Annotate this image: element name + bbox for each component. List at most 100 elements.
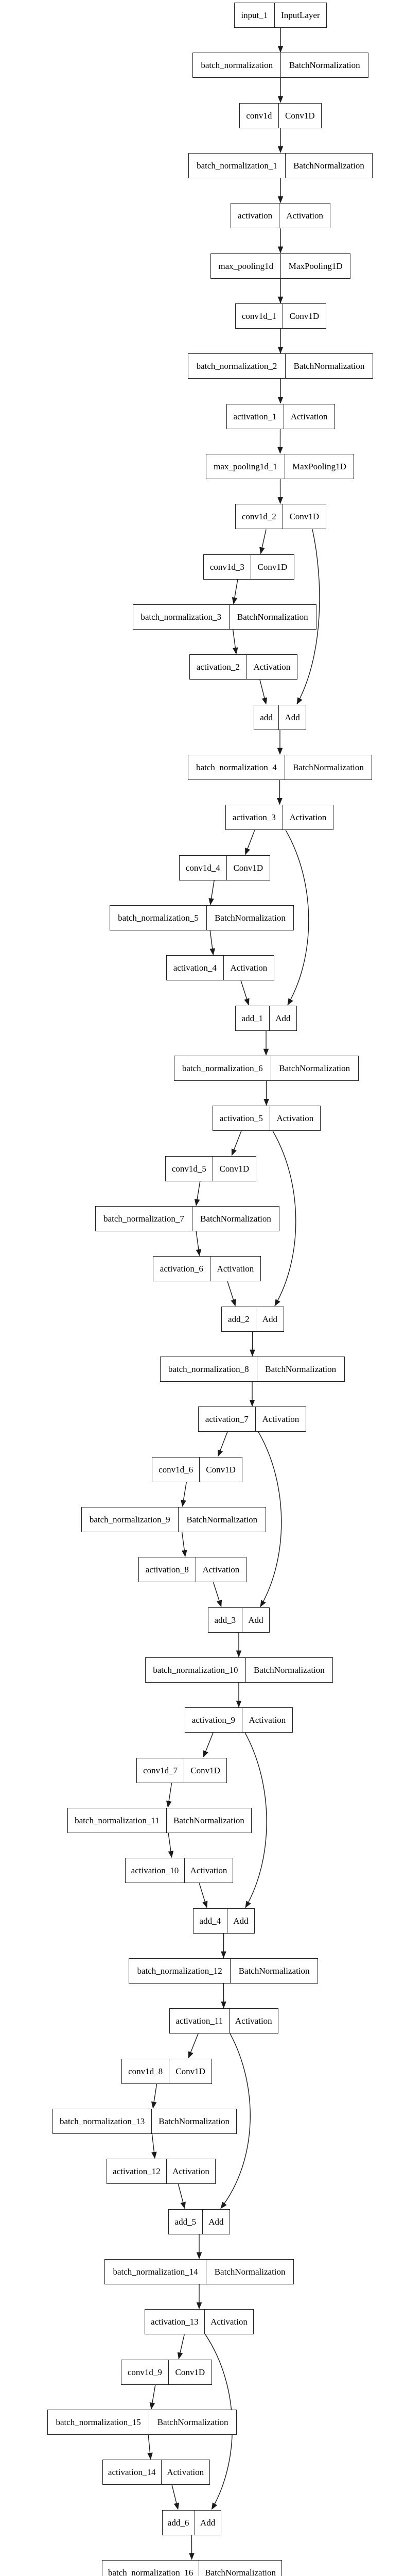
layer-name-label: conv1d_8 [128, 2066, 163, 2076]
layer-type-label: BatchNormalization [280, 53, 368, 78]
edge-activation_9-to-conv1d_7 [203, 1732, 214, 1758]
node-batch_normalization_11: batch_normalization_11 BatchNormalizatio… [67, 1807, 252, 1833]
layer-type-label: Activation [166, 2159, 215, 2184]
layer-type-label: Add [278, 705, 306, 730]
edge-conv1d_8-to-batch_normalization_13 [151, 2083, 157, 2109]
node-max_pooling1d: max_pooling1d MaxPooling1D [210, 253, 350, 279]
edge-activation_14-to-add_6 [171, 2485, 180, 2510]
layer-name-label: add_6 [167, 2517, 189, 2528]
layer-type-label: Add [226, 1908, 254, 1933]
node-conv1d_3: conv1d_3 Conv1D [203, 554, 294, 580]
edge-activation_5-to-conv1d_5 [231, 1131, 242, 1156]
layer-name-label: batch_normalization_14 [113, 2266, 198, 2277]
layer-type-label: Activation [283, 404, 334, 429]
node-activation: activation Activation [231, 203, 330, 229]
layer-name-label: conv1d_1 [241, 311, 276, 321]
layer-name-label: batch_normalization_8 [168, 1364, 249, 1374]
layer-name-label: activation_8 [145, 1565, 189, 1575]
layer-name-label: activation_1 [233, 411, 277, 421]
layer-name-label: add_3 [214, 1615, 236, 1625]
layer-type-label: BatchNormalization [199, 2560, 281, 2576]
node-add_6: add_6 Add [162, 2510, 221, 2535]
edge-activation_4-to-add_1 [240, 980, 250, 1006]
layer-type-label: InputLayer [274, 3, 326, 27]
edge-conv1d_2-to-add [296, 529, 320, 705]
layer-name-label: batch_normalization_15 [56, 2417, 141, 2427]
layer-name-label: add [260, 712, 273, 722]
layer-name-label: add_1 [241, 1013, 263, 1023]
edge-batch_normalization_3-to-activation_2 [232, 629, 238, 655]
edge-activation_9-to-add_4 [244, 1732, 267, 1908]
layer-name-label: activation_13 [151, 2317, 199, 2327]
edge-activation_5-to-add_2 [272, 1130, 296, 1307]
node-batch_normalization_13: batch_normalization_13 BatchNormalizatio… [52, 2108, 237, 2134]
layer-type-label: MaxPooling1D [280, 253, 350, 278]
node-activation_4: activation_4 Activation [166, 955, 274, 981]
layer-name-label: batch_normalization_5 [118, 912, 199, 923]
layer-type-label: BatchNormalization [206, 2259, 293, 2284]
layer-name-label: batch_normalization_13 [59, 2116, 145, 2126]
layer-type-label: Conv1D [168, 2360, 211, 2384]
node-conv1d: conv1d Conv1D [239, 103, 322, 128]
edge-conv1d_7-to-batch_normalization_11 [166, 1783, 172, 1808]
layer-name-label: batch_normalization_11 [75, 1815, 160, 1825]
edge-activation_7-to-add_3 [258, 1431, 282, 1607]
layer-name-label: conv1d_5 [171, 1163, 206, 1174]
layer-name-label: activation_6 [160, 1264, 203, 1274]
node-batch_normalization_6: batch_normalization_6 BatchNormalization [173, 1055, 359, 1081]
layer-name-label: max_pooling1d_1 [214, 461, 277, 471]
layer-type-label: Activation [255, 1407, 306, 1432]
node-conv1d_6: conv1d_6 Conv1D [152, 1456, 242, 1482]
layer-type-label: Conv1D [251, 554, 293, 579]
edge-activation_8-to-add_3 [213, 1582, 222, 1607]
layer-type-label: Add [255, 1307, 284, 1331]
edge-batch_normalization_13-to-activation_12 [151, 2133, 157, 2159]
layer-type-label: BatchNormalization [206, 905, 293, 930]
layer-type-label: Activation [209, 1257, 260, 1281]
node-add_5: add_5 Add [168, 2209, 230, 2234]
layer-name-label: activation_3 [232, 812, 276, 823]
node-max_pooling1d_1: max_pooling1d_1 MaxPooling1D [206, 453, 354, 479]
edge-conv1d_9-to-batch_normalization_15 [149, 2384, 156, 2410]
node-activation_5: activation_5 Activation [213, 1106, 321, 1131]
node-batch_normalization_9: batch_normalization_9 BatchNormalization [81, 1506, 266, 1532]
layer-name-label: conv1d [246, 110, 272, 121]
node-add_1: add_1 Add [235, 1005, 297, 1031]
layer-type-label: BatchNormalization [149, 2410, 236, 2434]
layer-type-label: Activation [246, 655, 297, 680]
layer-type-label: Activation [223, 956, 274, 980]
edge-conv1d_4-to-batch_normalization_5 [208, 880, 215, 905]
layer-type-label: BatchNormalization [151, 2109, 236, 2133]
node-batch_normalization_15: batch_normalization_15 BatchNormalizatio… [47, 2409, 237, 2435]
edge-batch_normalization_11-to-activation_10 [168, 1833, 174, 1858]
layer-name-label: batch_normalization_4 [196, 762, 277, 772]
layer-name-label: activation_5 [219, 1113, 263, 1124]
layer-name-label: conv1d_9 [127, 2367, 162, 2377]
edge-conv1d_5-to-batch_normalization_7 [194, 1181, 201, 1206]
node-batch_normalization_1: batch_normalization_1 BatchNormalization [188, 152, 373, 178]
node-activation_12: activation_12 Activation [107, 2159, 216, 2184]
layer-type-label: Conv1D [184, 1758, 226, 1783]
layer-type-label: Activation [241, 1708, 292, 1733]
layer-type-label: BatchNormalization [228, 604, 316, 629]
layer-name-label: batch_normalization_1 [197, 160, 277, 171]
layer-type-label: Conv1D [226, 855, 269, 880]
layer-name-label: activation [238, 211, 273, 221]
edge-activation_12-to-add_5 [178, 2184, 186, 2209]
node-batch_normalization_5: batch_normalization_5 BatchNormalization [110, 905, 294, 930]
layer-name-label: conv1d_7 [143, 1765, 178, 1775]
node-batch_normalization_10: batch_normalization_10 BatchNormalizatio… [145, 1657, 333, 1683]
layer-type-label: Activation [184, 1858, 233, 1883]
layer-type-label: Conv1D [169, 2059, 212, 2083]
layer-name-label: activation_14 [108, 2467, 156, 2478]
layer-type-label: BatchNormalization [256, 1357, 344, 1381]
layer-name-label: activation_10 [131, 1866, 179, 1876]
layer-type-label: Conv1D [199, 1457, 242, 1482]
node-activation_13: activation_13 Activation [145, 2309, 254, 2335]
layer-name-label: conv1d_4 [185, 862, 220, 873]
layer-name-label: batch_normalization_3 [140, 612, 222, 622]
node-batch_normalization_8: batch_normalization_8 BatchNormalization [160, 1356, 345, 1382]
layer-type-label: BatchNormalization [191, 1206, 279, 1231]
node-add_4: add_4 Add [193, 1908, 255, 1934]
layer-name-label: activation_9 [191, 1715, 235, 1725]
